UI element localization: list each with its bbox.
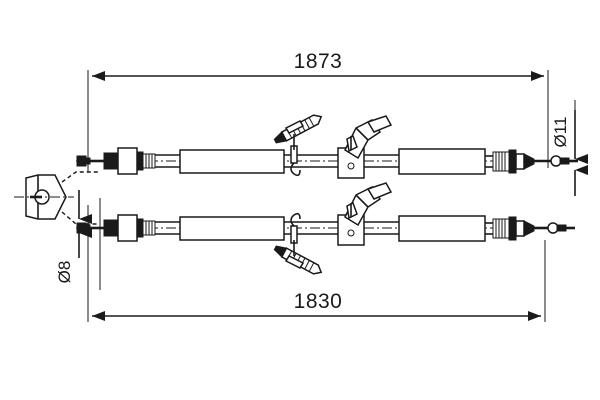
upper-conduit-left [155,154,180,168]
angled-mounting-clamp-lower [337,182,393,246]
dimension-label-diameter-11: Ø11 [551,117,570,148]
upper-conduit-right [485,155,493,168]
lower-left-end-fitting [76,222,104,234]
upper-left-end-fitting [76,155,104,167]
fir-tree-retaining-clip-lower [273,212,323,275]
upper-tube-sleeve-1 [179,149,285,174]
lower-brake-cable [76,182,575,275]
dimension-label-diameter-8: Ø8 [55,261,74,284]
lower-left-housing-block [117,214,156,242]
upper-left-knurled-collar [103,152,119,170]
upper-right-eyelet [550,155,578,167]
dimension-label-1830: 1830 [294,290,343,313]
upper-left-housing-block [117,147,156,175]
leader-to-upper-cable [61,171,100,183]
upper-right-threaded-fitting [492,149,552,174]
dimension-lower-length: 1830 [92,290,541,321]
lower-right-eyelet [547,222,575,234]
lower-conduit-left [155,221,180,235]
lower-conduit-right [485,222,493,235]
lower-left-knurled-collar [103,219,119,237]
dimension-left-diameter: Ø8 [55,190,92,284]
fir-tree-retaining-clip-upper [273,114,323,177]
upper-brake-cable [76,114,578,179]
mounting-bracket-plate [14,171,100,225]
dimension-upper-length: 1873 [92,50,544,81]
lower-right-threaded-fitting [492,216,549,241]
dimension-label-1873: 1873 [294,50,343,73]
angled-mounting-clamp-upper [337,115,393,179]
lower-tube-sleeve-1 [179,216,285,241]
lower-tube-sleeve-2 [398,215,486,242]
upper-tube-sleeve-2 [398,148,486,175]
dimension-right-diameter: Ø11 [551,110,588,196]
